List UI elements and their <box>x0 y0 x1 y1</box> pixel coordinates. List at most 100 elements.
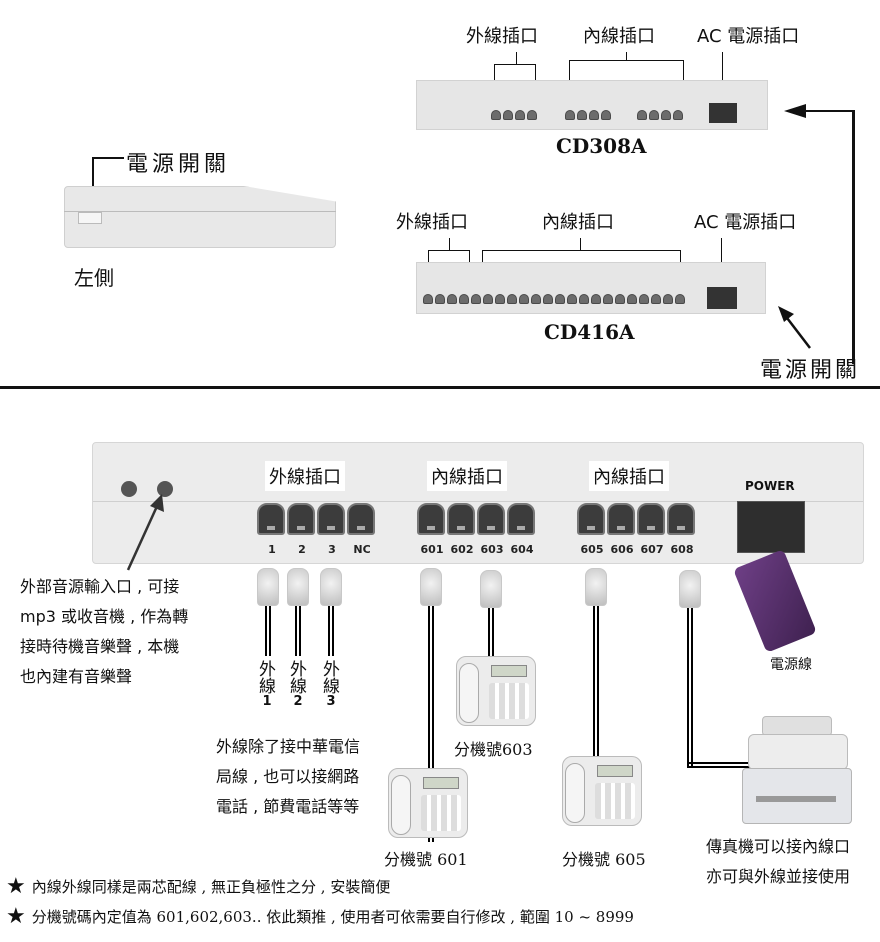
keysystem-unit: 外線插口 內線插口 內線插口 POWER 1 2 3 NC 601 602 60… <box>92 442 864 564</box>
ac-socket <box>709 103 737 123</box>
bracket <box>722 52 723 80</box>
port-label: 604 <box>510 543 534 556</box>
phone-605-caption: 分機號 605 <box>562 850 646 869</box>
note-line: mp3 或收音機 , 作為轉 <box>20 607 189 626</box>
cd308a-unit <box>416 80 768 130</box>
port-label: 2 <box>298 543 306 556</box>
note-line: 傳真機可以接內線口 <box>706 837 851 856</box>
bracket <box>482 250 483 268</box>
ext-jack[interactable] <box>637 503 665 535</box>
group-label-ext-a: 內線插口 <box>427 461 507 491</box>
side-divider <box>64 211 336 212</box>
bracket <box>428 250 429 268</box>
port-label: 1 <box>268 543 276 556</box>
ext-port-labels-b: 605 606 607 608 <box>577 543 697 556</box>
bracket <box>626 52 627 60</box>
leader-line <box>92 157 124 159</box>
power-cord-icon <box>733 549 817 653</box>
power-switch[interactable] <box>78 212 102 224</box>
ext-wire-603 <box>488 608 494 656</box>
co-line-label: 外線 <box>286 660 306 694</box>
co-jack[interactable] <box>257 503 285 535</box>
rj11-plug <box>585 568 607 606</box>
port-label: 607 <box>640 543 664 556</box>
ext-wire-608-horizontal <box>687 762 753 768</box>
co-line-number: 1 <box>262 694 272 709</box>
note-line: 接時待機音樂聲 , 本機 <box>20 637 180 656</box>
group-label-co: 外線插口 <box>265 461 345 491</box>
rj11-plug <box>420 568 442 606</box>
co-jacks <box>491 105 539 124</box>
co-line-number: 2 <box>293 694 303 709</box>
co-wire-1 <box>265 606 271 656</box>
cd308a-model: CD308A <box>556 134 647 158</box>
music-jack-2 <box>157 481 173 497</box>
co-jack[interactable] <box>347 503 375 535</box>
ext-jack[interactable] <box>577 503 605 535</box>
note-line: 亦可與外線並接使用 <box>706 867 851 886</box>
ext-jack[interactable] <box>667 503 695 535</box>
co-wire-2 <box>295 606 301 656</box>
cd308a-co-label: 外線插口 <box>466 26 538 47</box>
footnote-1: ★ 內線外線同樣是兩芯配線 , 無正負極性之分 , 安裝簡便 <box>6 874 390 899</box>
star-icon: ★ <box>6 904 26 929</box>
power-switch-arrow <box>776 104 876 384</box>
music-jack-1 <box>121 481 137 497</box>
footnote-text: 分機號碼內定值為 601,602,603.. 依此類推 , 使用者可依需要自行修… <box>31 908 634 926</box>
ac-socket <box>707 287 737 309</box>
ext-port-group-a <box>417 503 537 539</box>
co-wire-3 <box>328 606 334 656</box>
power-inlet <box>737 501 805 553</box>
ext-jack[interactable] <box>607 503 635 535</box>
ext-jack[interactable] <box>477 503 505 535</box>
cd308a-ext-label: 內線插口 <box>583 26 655 47</box>
note-line: 電話 , 節費電話等等 <box>216 797 360 816</box>
co-port-group <box>257 503 377 539</box>
cd416a-model: CD416A <box>544 320 635 344</box>
ext-jack[interactable] <box>507 503 535 535</box>
fax-note: 傳真機可以接內線口 亦可與外線並接使用 <box>706 832 850 892</box>
left-side-caption: 左側 <box>74 266 114 290</box>
bracket <box>428 250 470 251</box>
right-power-switch-label: 電源開關 <box>760 358 861 383</box>
note-line: 外部音源輸入口 , 可接 <box>20 577 180 596</box>
co-jack[interactable] <box>317 503 345 535</box>
co-jack[interactable] <box>287 503 315 535</box>
bracket <box>469 250 470 268</box>
star-icon: ★ <box>6 874 26 899</box>
arrow-diagonal-icon <box>778 306 811 349</box>
rj11-plug <box>679 570 701 608</box>
port-label: 606 <box>610 543 634 556</box>
bracket <box>721 238 722 272</box>
cd308a-ac-label: AC 電源插口 <box>697 26 800 47</box>
bracket <box>494 64 536 65</box>
ext-wire-601 <box>428 606 434 842</box>
note-line: 局線 , 也可以接網路 <box>216 767 360 786</box>
co-line-note: 外線除了接中華電信 局線 , 也可以接網路 電話 , 節費電話等等 <box>216 732 360 822</box>
cd416a-jacks <box>423 289 687 308</box>
rj11-plug <box>287 568 309 606</box>
ext-jacks-b <box>637 105 685 124</box>
bracket <box>680 250 681 268</box>
port-label: NC <box>353 543 371 556</box>
music-input-note: 外部音源輸入口 , 可接 mp3 或收音機 , 作為轉 接時待機音樂聲 , 本機… <box>20 572 188 692</box>
unit-divider <box>93 501 863 502</box>
power-label: POWER <box>745 479 795 493</box>
music-arrow-icon <box>126 494 164 571</box>
ext-port-group-b <box>577 503 697 539</box>
ext-jack[interactable] <box>417 503 445 535</box>
arrow-shaft <box>852 110 855 364</box>
bracket <box>494 64 495 82</box>
bracket <box>580 238 581 250</box>
cd416a-ac-label: AC 電源插口 <box>694 212 797 233</box>
cd308a-diagram: 外線插口 內線插口 AC 電源插口 CD308A <box>0 0 880 190</box>
bracket <box>569 60 570 82</box>
phone-601-icon <box>388 768 468 838</box>
ext-jack[interactable] <box>447 503 475 535</box>
bracket <box>482 250 680 251</box>
group-label-ext-b: 內線插口 <box>589 461 669 491</box>
cd416a-diagram: 外線插口 內線插口 AC 電源插口 CD416A <box>380 190 880 390</box>
cd416a-co-label: 外線插口 <box>396 212 468 233</box>
side-housing <box>64 186 336 248</box>
footnote-2: ★ 分機號碼內定值為 601,602,603.. 依此類推 , 使用者可依需要自… <box>6 904 634 929</box>
